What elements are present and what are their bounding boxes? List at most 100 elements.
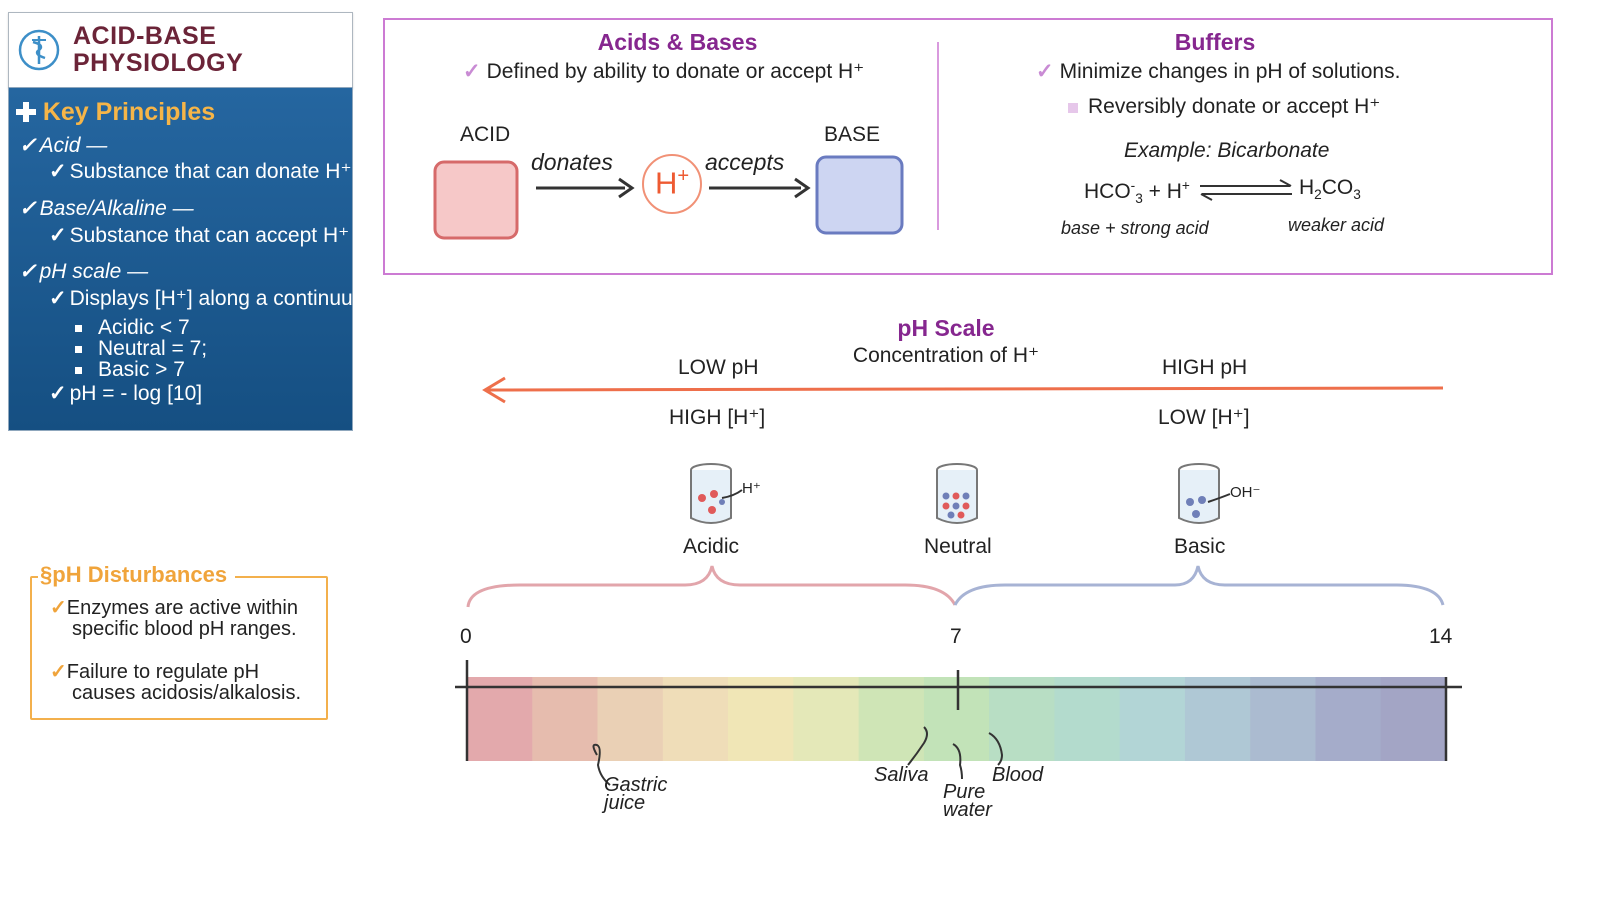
- check-icon: ✓: [463, 60, 481, 83]
- acidic-beaker-icon: [690, 463, 743, 524]
- buffers-note-1: ✓Minimize changes in pH of solutions.: [1036, 59, 1400, 84]
- pure-water-pointer: [952, 743, 963, 780]
- basic-beaker-icon: [1178, 463, 1231, 524]
- base-box: [815, 155, 904, 235]
- gastric-juice-pointer: [592, 743, 611, 786]
- marker-text: Gastric: [604, 774, 668, 796]
- ph-band-8: [989, 677, 1055, 761]
- ph-scale-term-text: pH scale —: [39, 260, 149, 283]
- page-title: ACID-BASE PHYSIOLOGY: [73, 23, 343, 77]
- bullet-icon: [75, 366, 82, 374]
- blood-label: Blood: [992, 764, 1044, 786]
- tick-label-7: 7: [950, 625, 962, 648]
- ph-item-text: Basic > 7: [98, 358, 185, 381]
- bullet-icon: [75, 345, 82, 353]
- check-icon: ✓: [49, 382, 67, 405]
- base-term: ✓Base/Alkaline —: [19, 198, 194, 220]
- ph-scale-definition: ✓Displays [H⁺] along a continuum.: [49, 288, 376, 310]
- ph-scale-term: ✓pH scale —: [19, 261, 148, 283]
- ph-formula: ✓pH = - log [10]: [49, 383, 202, 405]
- check-icon: ✓: [1036, 60, 1054, 83]
- key-principles-title: Key Principles: [42, 98, 216, 126]
- carbonic-acid-formula: H2CO3: [1299, 176, 1361, 203]
- disturbance-item-1: ✓Enzymes are active within specific bloo…: [50, 598, 298, 640]
- acid-label: ACID: [460, 123, 511, 146]
- basic-label: Basic: [1174, 535, 1226, 558]
- high-h-label: HIGH [H⁺]: [669, 406, 766, 429]
- buffers-title: Buffers: [1174, 29, 1256, 55]
- disturbance-item-text: Failure to regulate pH: [66, 661, 260, 683]
- check-icon: ✓: [49, 287, 67, 310]
- ph-band-10: [1119, 677, 1186, 761]
- acid-ion-label: H⁺: [742, 480, 761, 497]
- ion-symbol: H: [655, 165, 678, 201]
- donates-label: donates: [531, 149, 613, 175]
- base-label: BASE: [824, 123, 881, 146]
- ph-band-3: [662, 677, 729, 761]
- ph-band-4: [728, 677, 794, 761]
- high-ph-label: HIGH pH: [1162, 356, 1248, 379]
- saliva-pointer: [907, 726, 928, 766]
- tick-label-0: 0: [460, 625, 472, 648]
- buffer-example: Example: Bicarbonate: [1124, 139, 1330, 162]
- saliva-label: Saliva: [874, 764, 929, 786]
- low-h-label: LOW [H⁺]: [1158, 406, 1250, 429]
- hydrogen-ion: H+: [655, 165, 689, 201]
- ph-scale-bar: [455, 660, 1462, 786]
- base-definition-text: Substance that can accept H⁺: [69, 224, 350, 247]
- ph-color-bands: [467, 677, 1447, 761]
- marker-text: Pure: [943, 781, 986, 803]
- bullet-icon: [1068, 103, 1078, 113]
- acidic-brace: [466, 565, 957, 608]
- key-principles-panel: Key Principles ✓Acid — ✓Substance that c…: [8, 87, 376, 431]
- ph-scale-title: pH Scale: [897, 315, 995, 341]
- accepts-label: accepts: [705, 149, 785, 175]
- disturbance-item-text: specific blood pH ranges.: [72, 618, 297, 640]
- marker-text: water: [943, 799, 992, 821]
- ph-item-neutral: Neutral = 7;: [75, 338, 207, 360]
- section-icon: §: [40, 562, 53, 587]
- basic-brace: [953, 565, 1445, 606]
- ph-item-text: Acidic < 7: [98, 316, 190, 339]
- bullet-icon: [75, 324, 82, 332]
- ph-band-11: [1184, 677, 1251, 761]
- ph-item-acidic: Acidic < 7: [75, 317, 190, 339]
- check-icon: ✓: [19, 197, 37, 220]
- buffers-note-text: Minimize changes in pH of solutions.: [1059, 60, 1401, 83]
- right-caption: weaker acid: [1288, 215, 1385, 235]
- ph-band-2: [597, 677, 664, 761]
- disturbance-item-2: ✓Failure to regulate pH causes acidosis/…: [50, 662, 301, 704]
- base-term-text: Base/Alkaline —: [39, 197, 194, 220]
- equilibrium-arrows-icon: [1200, 179, 1292, 201]
- ph-disturbances-title: pH Disturbances: [52, 562, 228, 587]
- check-icon: ✓: [49, 224, 67, 247]
- marker-text: juice: [604, 792, 646, 814]
- ph-band-14: [1380, 677, 1447, 761]
- caduceus-logo-icon: [18, 29, 60, 71]
- base-definition: ✓Substance that can accept H⁺: [49, 225, 349, 247]
- buffers-note-2: Reversibly donate or accept H⁺: [1068, 94, 1380, 119]
- acid-box: [433, 160, 519, 240]
- check-icon: ✓: [19, 260, 37, 283]
- acids-bases-note-text: Defined by ability to donate or accept H…: [486, 60, 865, 83]
- check-icon: ✓: [49, 160, 67, 183]
- base-ion-label: OH⁻: [1230, 484, 1261, 501]
- ph-direction-arrow: [482, 376, 1444, 404]
- title-card: ACID-BASE PHYSIOLOGY: [8, 12, 353, 89]
- blood-pointer: [988, 732, 1004, 766]
- check-icon: ✓: [19, 134, 37, 157]
- ph-band-9: [1054, 677, 1121, 761]
- key-principles-header: Key Principles: [15, 98, 216, 126]
- ph-scale-subtitle: Concentration of H⁺: [852, 344, 1040, 367]
- section-divider: [937, 42, 939, 230]
- ph-item-basic: Basic > 7: [75, 359, 185, 381]
- acid-definition-text: Substance that can donate H⁺: [69, 160, 352, 183]
- disturbance-item-text: causes acidosis/alkalosis.: [72, 682, 301, 704]
- plus-icon: [16, 102, 36, 122]
- acid-definition: ✓Substance that can donate H⁺: [49, 161, 352, 183]
- ph-scale-definition-text: Displays [H⁺] along a continuum.: [69, 287, 377, 310]
- acid-term: ✓Acid —: [19, 135, 107, 157]
- left-caption: base + strong acid: [1061, 218, 1209, 238]
- ph-item-text: Neutral = 7;: [98, 337, 208, 360]
